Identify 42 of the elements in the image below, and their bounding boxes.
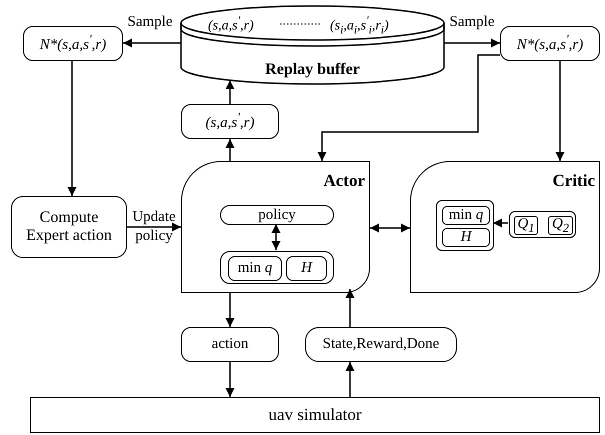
rounded-box: Q$_{1}$ [514, 216, 538, 235]
arrow [444, 38, 500, 48]
node-label: Replay buffer [264, 61, 361, 79]
arrow [346, 289, 354, 327]
process-box: Compute Expert action [11, 196, 127, 258]
arrow [493, 218, 508, 228]
arrow [226, 80, 234, 104]
arrow [346, 362, 354, 397]
rounded-box: State,Reward,Done [305, 327, 457, 362]
arrow [123, 38, 181, 48]
arrow [226, 362, 234, 397]
group-box [436, 200, 494, 251]
tuple-label: (s$_{i}$,a$_{i}$,s$^{'}$$_{i}$,r$_{i}$) [330, 15, 389, 38]
rounded-box: action [181, 327, 279, 362]
arrow [318, 54, 500, 161]
arrow [226, 293, 234, 327]
tuple-label: (s,a,s$^{'}$,r) [208, 15, 254, 34]
group-box [509, 211, 576, 238]
edge-label: Update policy [131, 208, 177, 246]
arrow [127, 222, 181, 232]
arrow [226, 139, 234, 161]
rounded-box: policy [220, 205, 334, 225]
simulator-box: uav simulator [30, 397, 600, 433]
rounded-box: N*(s,a,s$^{'}$,r) [23, 26, 123, 61]
arrow [370, 224, 410, 232]
critic-panel [410, 161, 600, 293]
rounded-box: min q [442, 206, 490, 225]
rounded-box: N*(s,a,s$^{'}$,r) [500, 26, 600, 61]
arrow [68, 61, 76, 196]
rounded-box: min q [228, 256, 282, 281]
edge-label: Sample [128, 14, 172, 30]
arrow [556, 61, 564, 161]
edge-label: Sample [450, 14, 494, 30]
rounded-box: Q$_{2}$ [548, 216, 573, 235]
actor-panel [181, 161, 370, 293]
group-box [220, 251, 334, 284]
rounded-box: (s,a,s$^{'}$,r) [181, 104, 279, 139]
rounded-box: H [442, 228, 490, 247]
panel-title: Actor [323, 172, 365, 191]
arrow [272, 224, 280, 250]
rounded-box: H [286, 256, 327, 281]
panel-title: Critic [552, 172, 595, 191]
